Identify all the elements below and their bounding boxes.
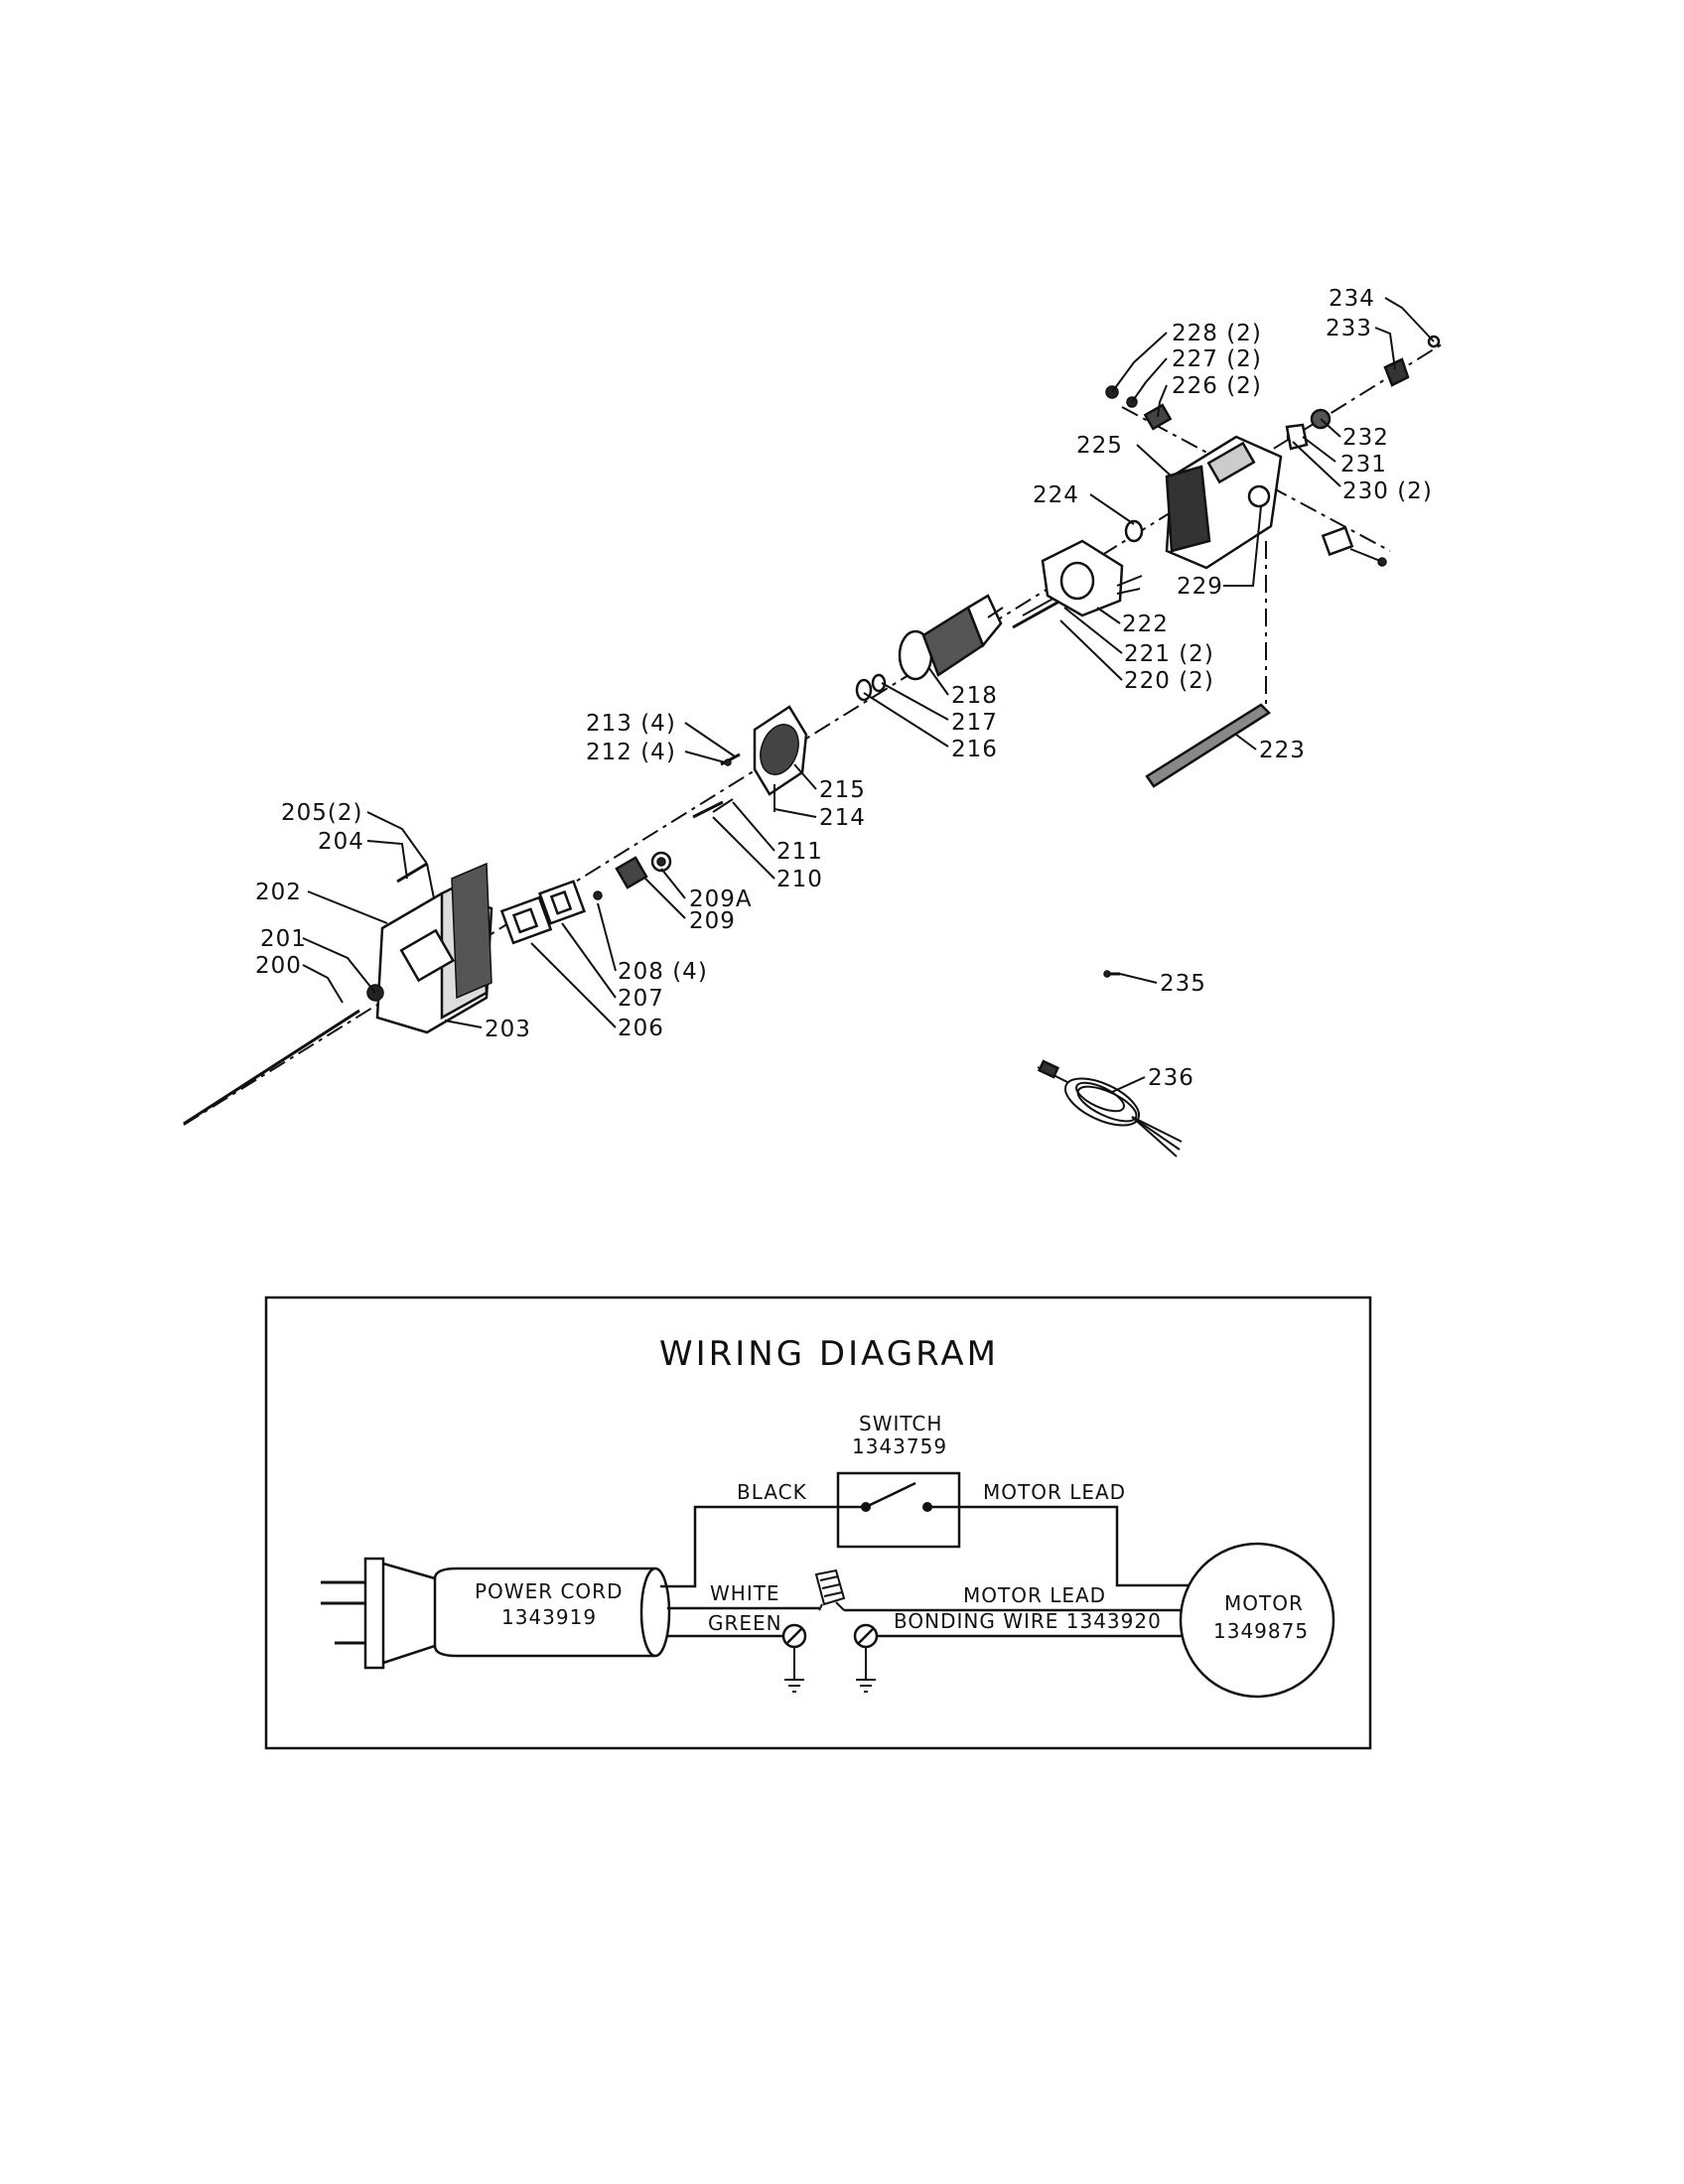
switch-box: [836, 1471, 961, 1549]
white-label: WHITE: [710, 1581, 780, 1605]
label-202: 202: [255, 880, 302, 905]
ground-screw-left-icon: [781, 1623, 807, 1693]
switch-number: 1343759: [852, 1434, 947, 1458]
label-204: 204: [318, 829, 364, 855]
motor-lead-top-wire: [927, 1505, 1192, 1587]
label-201: 201: [260, 926, 307, 952]
label-212: 212 (4): [586, 740, 676, 765]
label-207: 207: [618, 986, 664, 1012]
label-234: 234: [1329, 286, 1375, 312]
label-223: 223: [1259, 738, 1306, 763]
part-217-washer: [871, 673, 887, 693]
part-204-pin: [396, 862, 435, 899]
black-wire: [660, 1505, 866, 1588]
motor-circle: [1179, 1542, 1335, 1699]
label-209: 209: [689, 908, 736, 934]
label-215: 215: [819, 777, 866, 803]
label-228: 228 (2): [1172, 321, 1262, 346]
label-229: 229: [1177, 574, 1223, 600]
power-cord-number: 1343919: [501, 1605, 597, 1629]
label-216: 216: [951, 737, 998, 762]
part-218-armature: [898, 594, 1004, 681]
label-214: 214: [819, 805, 866, 831]
part-235-screw: [1103, 970, 1120, 978]
label-210: 210: [776, 867, 823, 892]
label-209A: 209A: [689, 887, 753, 912]
label-213: 213 (4): [586, 711, 676, 737]
part-233-clip: [1383, 357, 1410, 387]
label-206: 206: [618, 1016, 664, 1041]
part-222-field: [1041, 539, 1143, 617]
green-label: GREEN: [708, 1611, 782, 1635]
motor-lead-mid-label: MOTOR LEAD: [963, 1583, 1106, 1607]
part-210-pin: [692, 800, 724, 819]
bonding-wire-label: BONDING WIRE 1343920: [894, 1609, 1162, 1633]
part-236-power-cord: [1037, 1059, 1183, 1158]
label-232: 232: [1342, 425, 1389, 451]
part-209-nut: [615, 856, 648, 889]
part-209A-knob: [650, 851, 672, 873]
switch-lever: [865, 1481, 916, 1509]
label-203: 203: [485, 1017, 531, 1042]
wiring-frame: [264, 1296, 1372, 1750]
label-220: 220 (2): [1124, 668, 1214, 694]
label-217: 217: [951, 710, 998, 736]
power-cord: [433, 1567, 671, 1658]
plug: [321, 1557, 437, 1670]
motor-label: MOTOR: [1224, 1591, 1304, 1615]
label-221: 221 (2): [1124, 641, 1214, 667]
label-226: 226 (2): [1172, 373, 1262, 399]
switch-label: SWITCH: [859, 1412, 942, 1435]
label-225: 225: [1076, 433, 1123, 459]
wiring-diagram: WIRING DIAGRAM SWITCH 1343759 BLACK MOTO…: [264, 1296, 1372, 1750]
part-223-bar: [1145, 703, 1271, 788]
part-224-bearing: [1124, 519, 1144, 543]
part-200-bolt: [183, 1009, 360, 1126]
part-207-switch: [538, 880, 586, 925]
label-227: 227 (2): [1172, 346, 1262, 372]
label-200: 200: [255, 953, 302, 979]
motor-lead-top-label: MOTOR LEAD: [983, 1480, 1126, 1504]
wiring-title: WIRING DIAGRAM: [659, 1334, 999, 1374]
label-211: 211: [776, 839, 823, 865]
label-236: 236: [1148, 1065, 1194, 1091]
part-220-screw: [1012, 597, 1065, 629]
label-218: 218: [951, 683, 998, 709]
part-215-end-bell: [753, 705, 808, 812]
label-205: 205(2): [281, 800, 362, 826]
label-230: 230 (2): [1342, 478, 1433, 504]
leader-lines: [302, 297, 1435, 1093]
wire-nut-icon: [814, 1569, 846, 1611]
black-label: BLACK: [737, 1480, 807, 1504]
label-233: 233: [1326, 316, 1372, 341]
part-213-washer: [724, 758, 732, 766]
ground-screw-right-icon: [853, 1623, 879, 1693]
part-208-screw: [593, 890, 603, 900]
part-229-brush-cap: [1321, 525, 1387, 567]
part-231-plate: [1285, 423, 1309, 451]
part-225-motor-housing: [1165, 435, 1283, 570]
label-231: 231: [1340, 452, 1387, 478]
label-222: 222: [1122, 612, 1169, 637]
part-203-housing: [366, 862, 493, 1034]
part-211-pin: [712, 798, 734, 813]
motor-number: 1349875: [1213, 1619, 1309, 1643]
label-208: 208 (4): [618, 959, 708, 985]
part-206-switch-plate: [499, 895, 553, 945]
label-224: 224: [1033, 482, 1079, 508]
power-cord-label: POWER CORD: [475, 1579, 623, 1603]
label-235: 235: [1160, 971, 1206, 997]
